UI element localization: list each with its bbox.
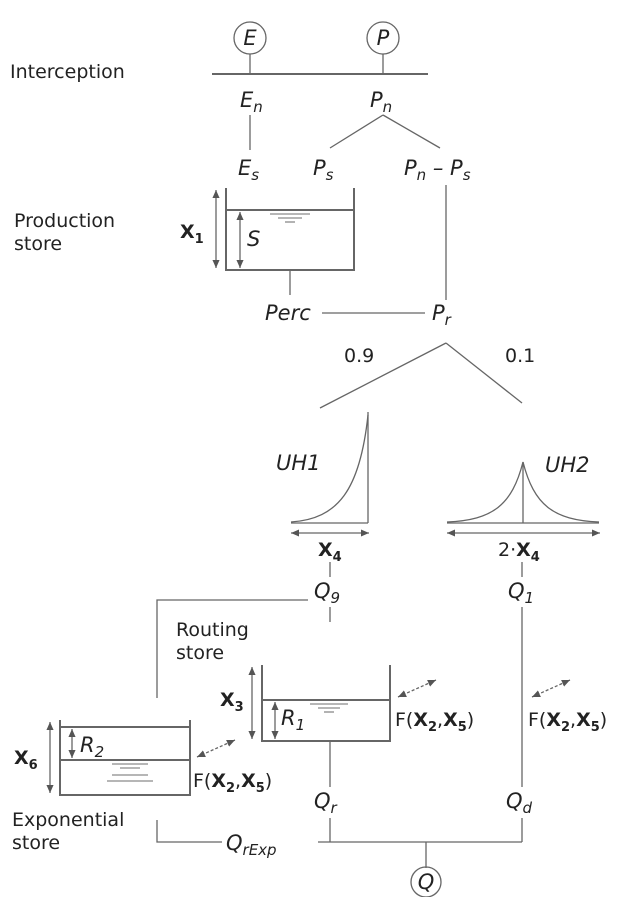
uh2-hydrograph [446,461,600,524]
exponential-level-r2: R2 [80,733,104,761]
production-store-tank: S [225,188,355,271]
precipitation-input: P [366,21,400,55]
x4-parameter: X4 [318,539,342,565]
evaporation-input: E [233,21,267,55]
uh1-label: UH1 [276,451,321,475]
pn-ps-link [329,114,384,149]
x1-parameter: X1 [180,221,204,247]
split-right-line [445,342,523,404]
q9-to-exponential-line [156,599,308,698]
production-store-label-line2: store [14,233,62,255]
routing-exchange-function: F(X2,X5) [395,709,474,735]
routing-level-r1: R1 [281,706,305,734]
perc-label: Perc [265,301,311,325]
ps-label: Ps [313,156,334,184]
exponential-outflow-line [156,820,222,843]
en-label: En [240,88,263,116]
exponential-exchange-arrow [196,739,236,758]
direct-exchange-function: F(X2,X5) [528,709,607,735]
exponential-exchange-function: F(X2,X5) [193,770,272,796]
exponential-store-label-line1: Exponential [12,809,124,831]
routing-store-label-line2: store [176,642,224,664]
x6-parameter: X6 [14,747,38,773]
split-left-line [319,342,447,409]
svg-text:E: E [243,26,257,50]
routing-store-tank: R1 [261,665,391,742]
interception-label: Interception [10,61,125,83]
split-fraction-uh2: 0.1 [505,345,535,367]
exponential-store-label-line2: store [12,832,60,854]
total-discharge-output: Q [410,866,442,897]
x3-parameter: X3 [220,689,244,715]
pn-minus-ps-label: Pn – Ps [404,156,471,184]
production-level-s: S [247,227,260,251]
svg-text:P: P [377,26,390,50]
q1-label: Q1 [508,579,534,607]
direct-exchange-arrow [531,679,571,698]
production-store-label-line1: Production [14,210,115,232]
es-label: Es [238,156,259,184]
pn-label: Pn [370,88,392,116]
two-x4-parameter: 2·X4 [498,539,540,565]
routing-exchange-arrow [397,679,437,698]
exponential-store-tank: R2 [59,720,191,796]
svg-text:Q: Q [418,870,435,894]
pr-label: Pr [432,301,452,329]
q9-label: Q9 [314,579,340,607]
split-fraction-uh1: 0.9 [344,345,374,367]
qd-label: Qd [506,789,533,817]
routing-store-label-line1: Routing [176,619,249,641]
pn-pnps-link [382,114,441,149]
uh1-hydrograph [290,412,369,524]
uh2-label: UH2 [545,453,590,477]
qrexp-label: QrExp [226,831,277,859]
qr-label: Qr [314,789,338,817]
